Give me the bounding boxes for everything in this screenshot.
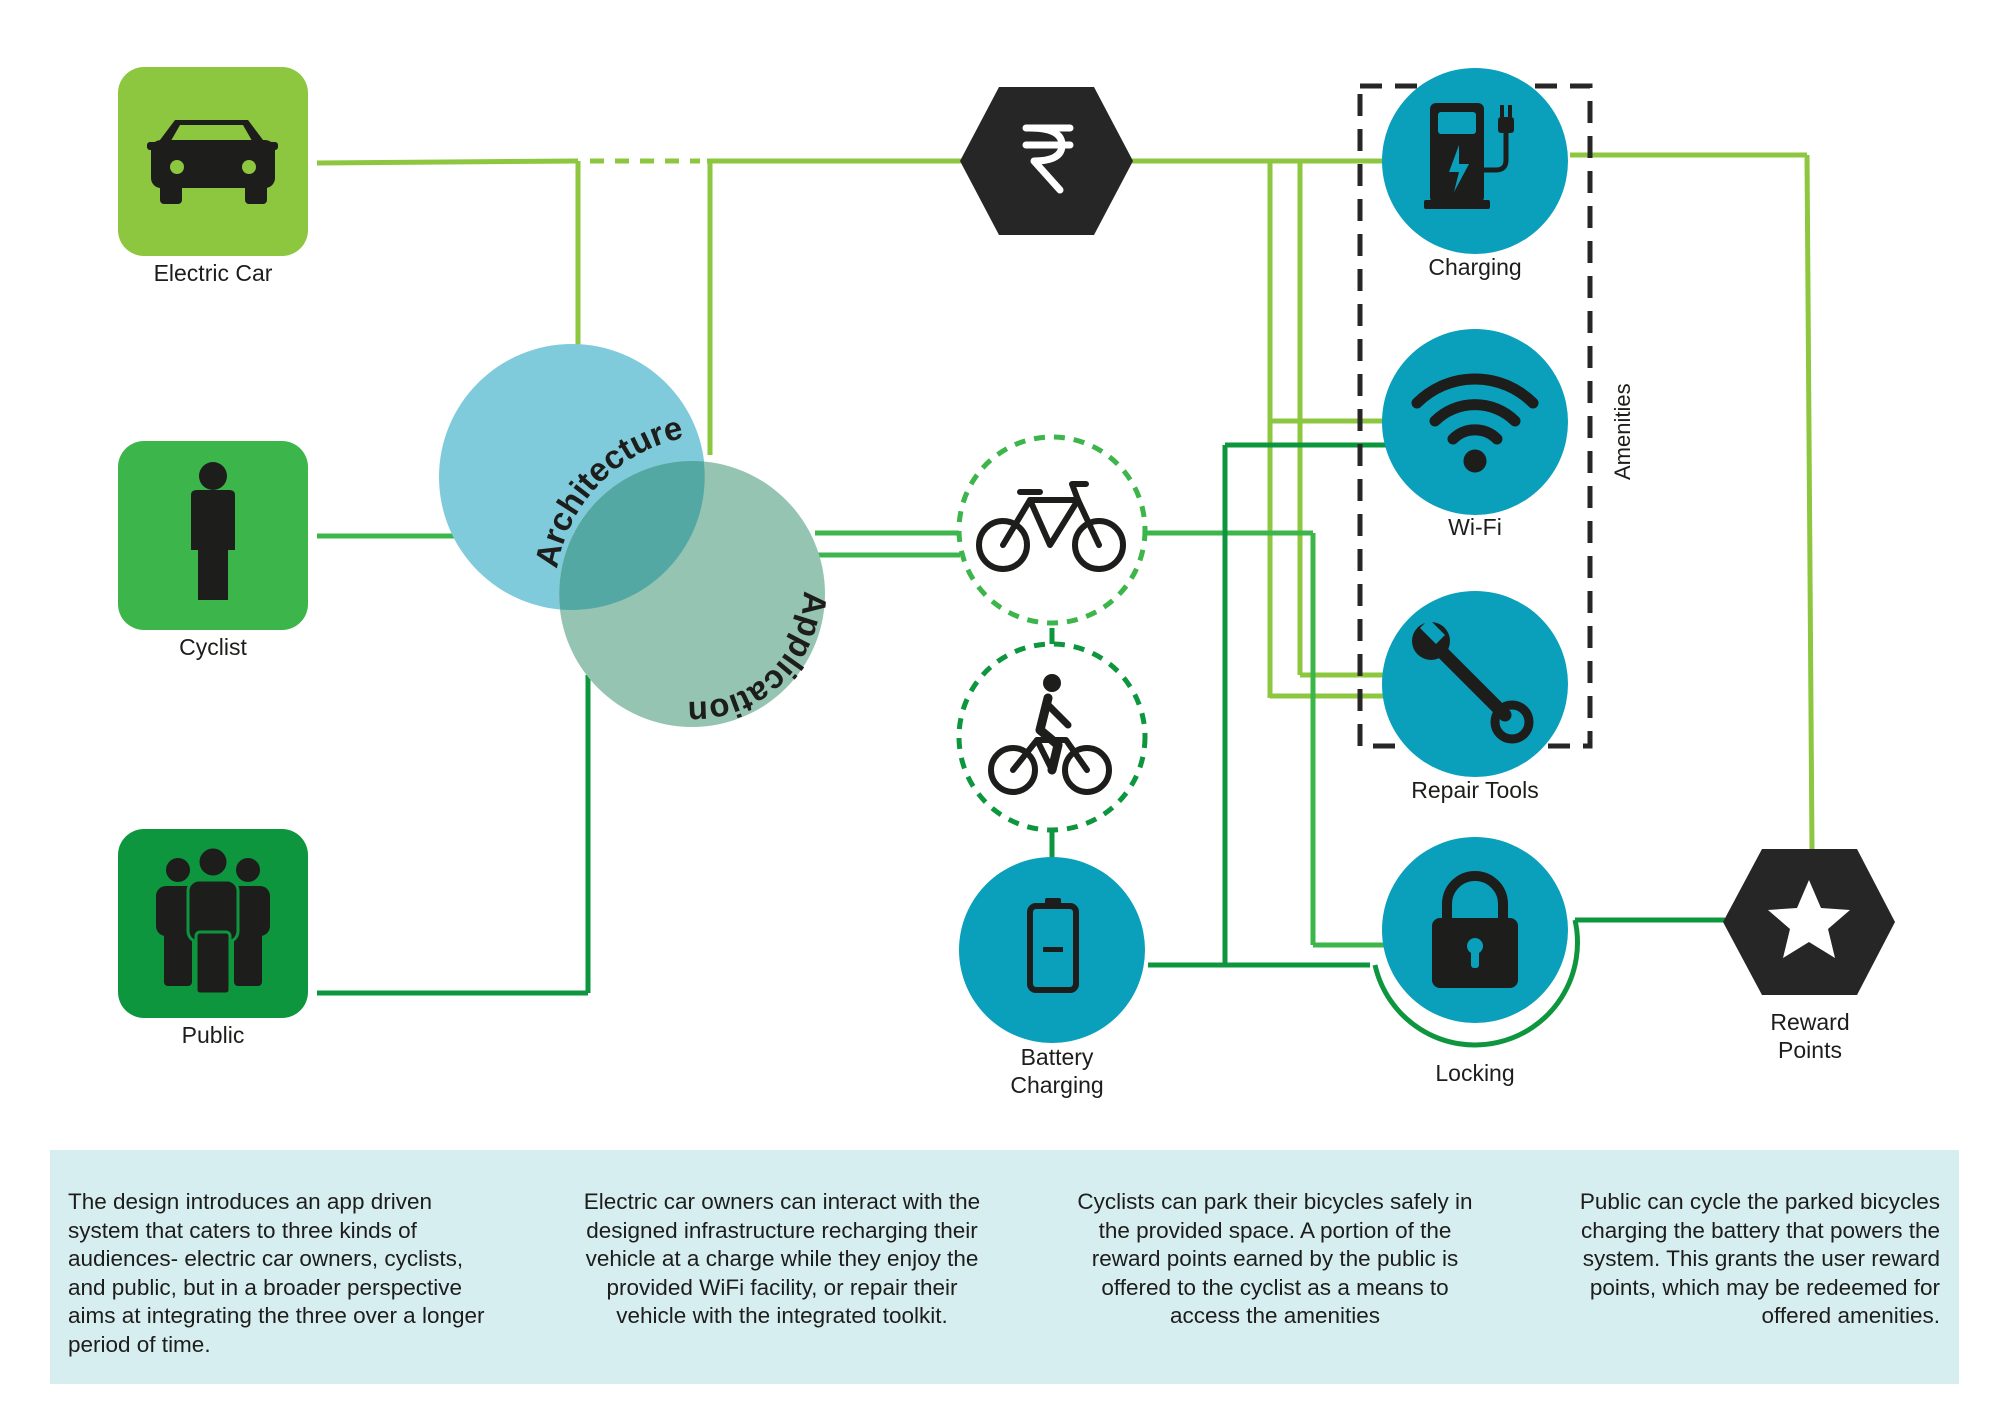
battery-charging-label: Battery Charging (957, 1043, 1157, 1099)
wifi-label: Wi-Fi (1448, 514, 1502, 540)
currency-node (960, 87, 1133, 235)
repair-tools-node (1382, 591, 1568, 777)
description-line: Public can cycle the parked bicycles (1579, 1189, 1940, 1214)
cyclist-tile (118, 441, 308, 630)
wrench-icon (1412, 619, 1534, 744)
rupee-icon (1022, 124, 1074, 194)
group-icon (156, 845, 270, 996)
charging-label: Charging (1428, 254, 1522, 280)
cyclist-label: Cyclist (179, 634, 247, 660)
charging-node (1382, 68, 1568, 254)
description-line: system. This grants the user reward (1582, 1246, 1940, 1271)
battery-icon (1027, 898, 1079, 993)
padlock-icon (1432, 871, 1518, 988)
reward-points-label: Reward Points (1710, 1008, 1910, 1064)
description-line: provided WiFi facility, or repair their (606, 1274, 958, 1300)
wifi-icon (1411, 373, 1539, 473)
description-line: audiences- electric car owners, cyclists… (68, 1246, 464, 1271)
description-line: designed infrastructure recharging their (586, 1217, 978, 1243)
description-line: offered to the cyclist as a means to (1101, 1274, 1449, 1300)
repair-tools-label: Repair Tools (1411, 777, 1539, 803)
public-tile (118, 829, 308, 1018)
description-line: Electric car owners can interact with th… (583, 1189, 981, 1214)
cyclist-icon (988, 674, 1112, 795)
description-line: the provided space. A portion of the (1098, 1217, 1452, 1243)
reward-points-label-line: Points (1778, 1037, 1842, 1063)
description-line: reward points earned by the public is (1091, 1246, 1459, 1271)
car-icon (147, 120, 278, 204)
public-label: Public (181, 1022, 245, 1048)
description-line: aims at integrating the three over a lon… (68, 1303, 485, 1328)
description-public: Public can cycle the parked bicycles cha… (1510, 1188, 1940, 1331)
description-line: Cyclists can park their bicycles safely … (1077, 1189, 1473, 1214)
description-line: charging the battery that powers the (1581, 1217, 1940, 1243)
description-line: vehicle at a charge while they enjoy the (585, 1246, 979, 1271)
description-line: points, which may be redeemed for (1589, 1274, 1940, 1300)
description-electric-car: Electric car owners can interact with th… (547, 1188, 1017, 1331)
description-line: and public, but in a broader perspective (68, 1274, 463, 1300)
charging-station-icon (1424, 103, 1514, 209)
battery-charging-label-line: Charging (1010, 1072, 1104, 1098)
locking-node (1372, 837, 1580, 1048)
description-line: The design introduces an app driven (68, 1189, 432, 1214)
cyclist-node (956, 641, 1148, 833)
reward-points-label-line: Reward (1770, 1009, 1850, 1035)
amenities-label: Amenities (1610, 383, 1635, 480)
electric-car-label: Electric Car (153, 260, 273, 286)
battery-charging-node (959, 857, 1145, 1043)
description-line: access the amenities (1169, 1303, 1381, 1328)
bicycle-icon (976, 481, 1126, 572)
battery-charging-label-line: Battery (1020, 1044, 1094, 1070)
locking-label: Locking (1435, 1060, 1515, 1086)
venn-overlap (559, 461, 705, 610)
description-panel: The design introduces an app driven syst… (50, 1150, 1959, 1384)
bicycle-node (956, 434, 1148, 626)
reward-points-node (1723, 849, 1895, 995)
description-line: system that caters to three kinds of (68, 1217, 417, 1243)
wifi-node (1382, 329, 1568, 515)
connector-lines (316, 152, 1815, 996)
person-icon (191, 462, 235, 600)
venn-diagram: Architecture Application (439, 344, 834, 732)
description-cyclists: Cyclists can park their bicycles safely … (1040, 1188, 1510, 1331)
description-line: vehicle with the integrated toolkit. (616, 1303, 948, 1328)
amenities-group (1357, 68, 1593, 777)
electric-car-tile (118, 67, 308, 256)
description-line: period of time. (68, 1331, 211, 1357)
description-line: offered amenities. (1761, 1303, 1940, 1328)
star-icon (1768, 880, 1850, 958)
description-overview: The design introduces an app driven syst… (68, 1188, 528, 1359)
